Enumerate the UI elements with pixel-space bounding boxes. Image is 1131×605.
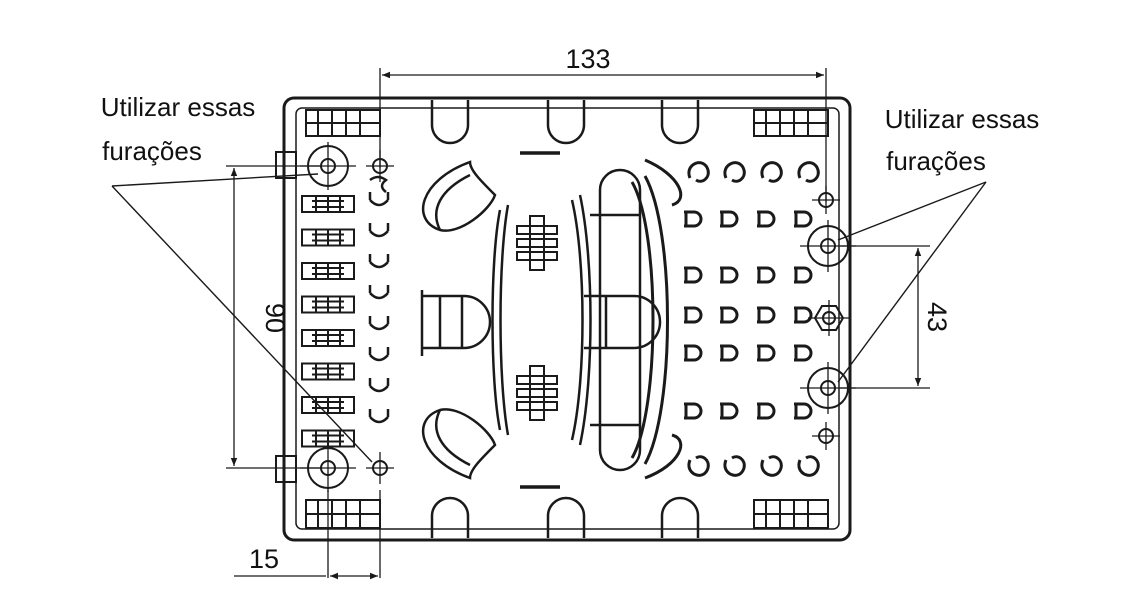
comb-bottom-left [305, 499, 381, 529]
leader-lines [111, 173, 987, 463]
arc-guide-bottom [422, 408, 497, 480]
hook [794, 306, 813, 324]
slot-top-3 [660, 100, 700, 145]
t-guide-left [420, 290, 492, 356]
hook [684, 306, 703, 324]
mid-left-bracket [491, 209, 502, 431]
fiber-clips-left [368, 175, 390, 424]
hook [720, 306, 739, 324]
slot-bottom-2 [546, 496, 586, 538]
splice-holders-left [301, 195, 355, 448]
routing-guides [420, 160, 669, 480]
splice-holder [301, 295, 355, 314]
fiber-clip [368, 347, 390, 362]
mounting-holes [275, 145, 849, 489]
note-right-line1: Utilizar essas [885, 104, 1040, 134]
mid-right-bracket [570, 199, 584, 441]
slot-top-1 [430, 100, 470, 145]
fiber-clip [368, 254, 390, 269]
t-guide-right [584, 294, 662, 350]
fiber-clip [368, 378, 390, 393]
slot-bottom-1 [430, 496, 470, 538]
arc-guide-top [422, 160, 497, 232]
hook [757, 266, 776, 284]
hook [723, 161, 746, 183]
splice-holder [301, 362, 355, 381]
leader-left-bottom [111, 185, 373, 463]
hook [760, 161, 783, 183]
hook [757, 402, 776, 420]
fiber-clip [368, 285, 390, 300]
fiber-clip [368, 192, 390, 207]
leader-right-bottom [837, 181, 987, 383]
hook [760, 455, 783, 477]
splice-holder [301, 329, 355, 347]
hook [794, 402, 813, 420]
comb-top-left [305, 109, 381, 137]
splice-holder [301, 262, 355, 280]
fiber-clip [368, 223, 390, 238]
hook [684, 344, 703, 362]
hook [757, 306, 776, 324]
leader-right-top [837, 181, 987, 241]
corner-combs [305, 109, 829, 529]
dim-label-43: 43 [922, 302, 952, 332]
slot-top-2 [546, 100, 586, 145]
hook [794, 210, 813, 228]
dimension-lines [226, 68, 930, 580]
hook [720, 266, 739, 284]
hook [757, 210, 776, 228]
hook [794, 344, 813, 362]
comb-bottom-right [753, 499, 829, 529]
hook [720, 210, 739, 228]
dim-label-15: 15 [249, 544, 279, 574]
fiber-clip [368, 409, 390, 424]
note-left-line1: Utilizar essas [101, 92, 256, 122]
splice-holder [301, 228, 355, 247]
hook [684, 210, 703, 228]
note-right-line2: furações [886, 146, 986, 176]
leader-left-top [111, 173, 319, 187]
note-left-line2: furações [102, 136, 202, 166]
fiber-hooks-right [644, 158, 820, 480]
hook [720, 402, 739, 420]
hook [687, 455, 710, 477]
hook [684, 266, 703, 284]
cable-slots [430, 100, 700, 538]
hook [687, 161, 710, 183]
dim-label-90: 90 [260, 303, 290, 333]
hook [794, 266, 813, 284]
loop-guide-right [598, 168, 642, 472]
hook [684, 402, 703, 420]
cross-organizers [516, 215, 558, 421]
splice-holder [301, 195, 355, 213]
splice-holder [301, 396, 355, 414]
hook [757, 344, 776, 362]
hook [797, 455, 820, 477]
comb-top-right [753, 109, 829, 137]
hook [723, 455, 746, 477]
slot-bottom-3 [660, 496, 700, 538]
fiber-clip [368, 316, 390, 331]
dim-label-133: 133 [565, 44, 610, 74]
hook [720, 344, 739, 362]
outer-frame [282, 96, 852, 542]
hook [797, 161, 820, 183]
